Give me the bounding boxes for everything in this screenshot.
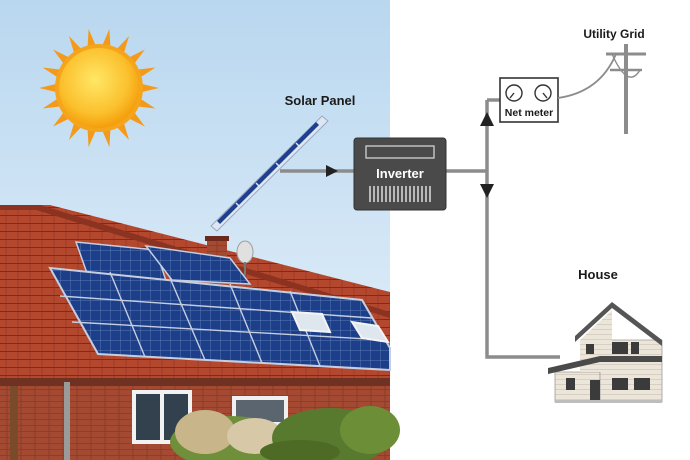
solar-panel-icon xyxy=(210,115,329,232)
arrow-down-icon xyxy=(480,184,494,198)
sun-icon xyxy=(39,28,159,148)
house-label: House xyxy=(578,267,618,282)
inverter-icon xyxy=(353,137,447,211)
photo-region xyxy=(0,0,400,460)
sun-ray xyxy=(39,83,60,93)
net-meter-icon xyxy=(499,77,559,123)
utility-pole-icon xyxy=(557,44,646,134)
arrow-right-icon xyxy=(326,165,338,177)
net-meter-label: Net meter xyxy=(505,107,553,119)
sun-ray xyxy=(138,83,159,93)
house-photo xyxy=(0,205,400,460)
arrow-up-icon xyxy=(480,112,494,126)
satellite-dish-icon xyxy=(236,240,254,275)
house-icon xyxy=(548,302,663,403)
solar-panel-label: Solar Panel xyxy=(285,93,356,108)
utility-grid-label: Utility Grid xyxy=(583,27,644,41)
garden-bushes xyxy=(170,406,400,460)
inverter-label: Inverter xyxy=(376,166,424,181)
flow-arrows xyxy=(326,112,494,198)
